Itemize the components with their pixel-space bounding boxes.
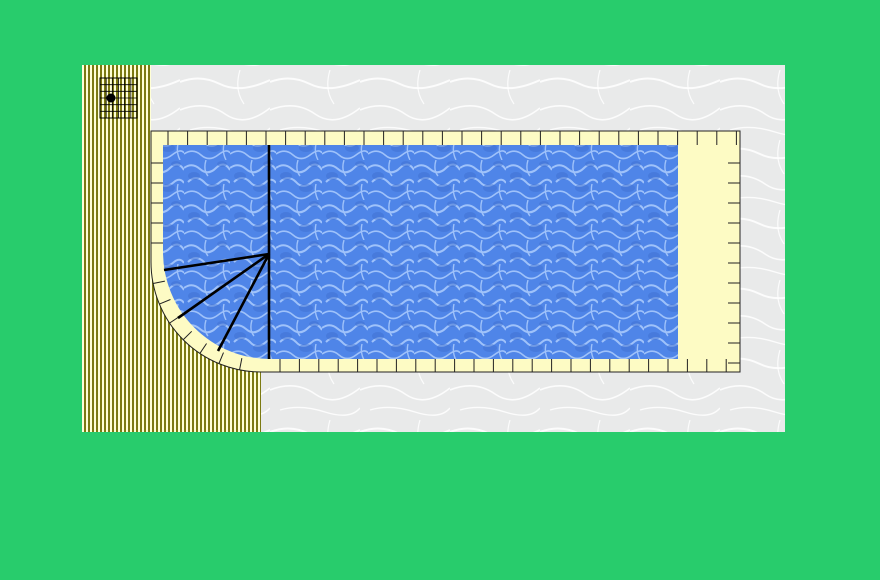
coping-joint: [239, 358, 243, 370]
coping-joint: [159, 299, 171, 305]
coping-joint: [153, 280, 165, 284]
pool-water: [163, 145, 678, 359]
coping-joints: [151, 131, 740, 372]
pool-steps: [163, 145, 271, 359]
step-divider: [216, 253, 271, 352]
coping-joint: [182, 330, 193, 341]
left-deck: [82, 65, 261, 432]
step-divider: [177, 252, 270, 320]
floor-drain-grate: [99, 77, 138, 119]
coping-joint: [218, 352, 224, 364]
coping-joint: [199, 343, 207, 354]
drain-outlet: [106, 93, 116, 103]
step-divider: [163, 252, 270, 272]
